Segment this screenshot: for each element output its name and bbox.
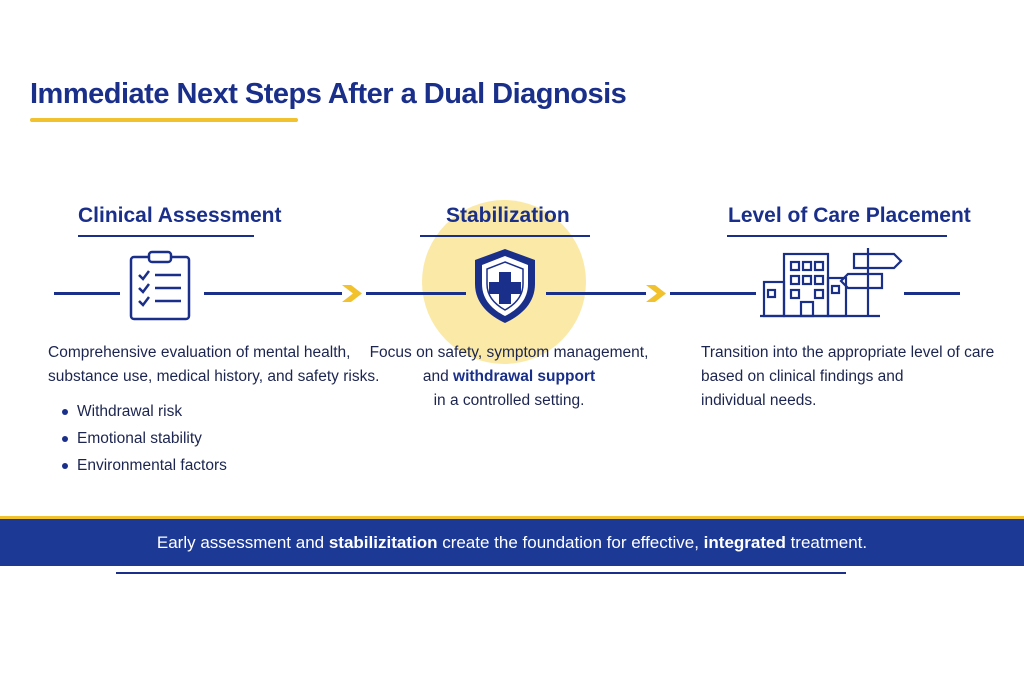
- chevron-right-icon: [646, 285, 666, 302]
- step-2-heading-rule: [420, 235, 590, 237]
- list-item: Emotional stability: [60, 425, 227, 452]
- title-underline: [30, 118, 298, 122]
- step-3-description: Transition into the appropriate level of…: [701, 344, 995, 409]
- step-1-heading-rule: [78, 235, 254, 237]
- step-1-bullet-list: Withdrawal risk Emotional stability Envi…: [60, 398, 227, 479]
- flow-line: [670, 292, 756, 295]
- list-item: Withdrawal risk: [60, 398, 227, 425]
- banner-underline: [116, 572, 846, 574]
- page-title: Immediate Next Steps After a Dual Diagno…: [30, 78, 627, 110]
- step-1-heading: Clinical Assessment: [78, 204, 282, 227]
- step-1-description: Comprehensive evaluation of mental healt…: [48, 344, 380, 385]
- step-3-heading: Level of Care Placement: [728, 204, 971, 227]
- summary-banner-text: Early assessment and stabilizitation cre…: [156, 533, 868, 552]
- flow-line: [366, 292, 466, 295]
- medical-shield-icon: [475, 249, 535, 323]
- clipboard-checklist-icon: [129, 250, 191, 321]
- summary-banner: Early assessment and stabilizitation cre…: [0, 516, 1024, 566]
- flow-line: [204, 292, 342, 295]
- step-2-heading: Stabilization: [446, 204, 570, 227]
- step-2-description: Focus on safety, symptom management, and…: [369, 344, 649, 409]
- flow-line: [904, 292, 960, 295]
- list-item: Environmental factors: [60, 452, 227, 479]
- chevron-right-icon: [342, 285, 362, 302]
- flow-line: [546, 292, 646, 295]
- step-3-heading-rule: [727, 235, 947, 237]
- flow-line: [54, 292, 120, 295]
- building-signpost-icon: [760, 248, 903, 318]
